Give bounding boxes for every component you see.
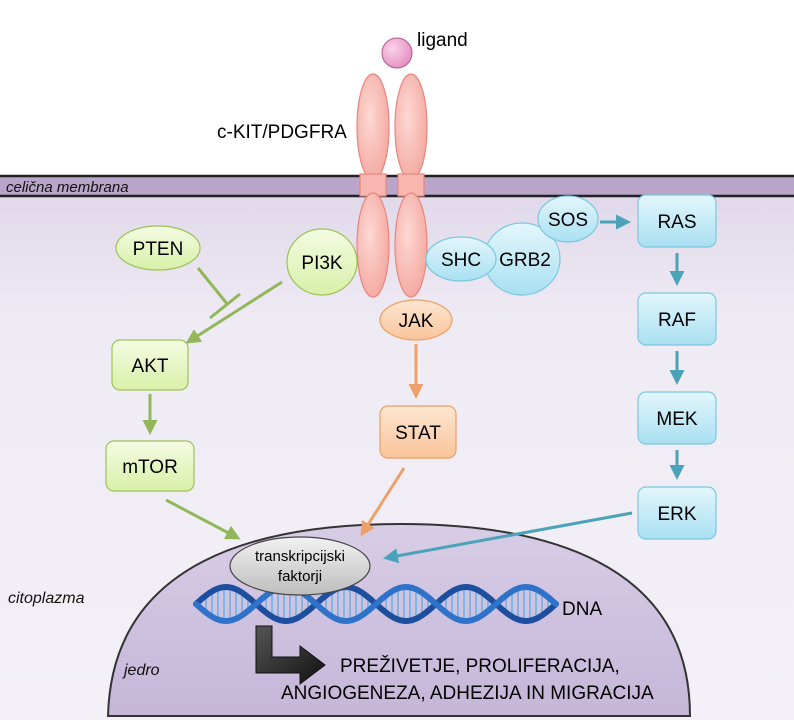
svg-text:AKT: AKT: [132, 356, 169, 377]
svg-text:SHC: SHC: [441, 250, 481, 271]
ras-node: RAS: [637, 194, 717, 248]
dna-label: DNA: [562, 599, 602, 620]
svg-text:PTEN: PTEN: [133, 239, 184, 260]
pten-inhibition-line: [196, 267, 230, 306]
svg-text:SOS: SOS: [548, 210, 588, 231]
membrane-label: celična membrana: [6, 179, 129, 196]
dna-helix: [193, 583, 559, 625]
pten-inhibition-bar: [209, 292, 241, 320]
svg-text:transkripcijski: transkripcijski: [255, 548, 345, 565]
outcome-line-2: ANGIOGENEZA, ADHEZIJA IN MIGRACIJA: [281, 683, 654, 704]
akt-node: AKT: [111, 339, 189, 391]
stat-to-tf-arrow: [360, 467, 406, 537]
cytoplasm-label: citoplazma: [8, 590, 85, 607]
svg-text:RAS: RAS: [657, 212, 696, 233]
svg-text:faktorji: faktorji: [278, 568, 322, 585]
outcome-line-1: PREŽIVETJE, PROLIFERACIJA,: [340, 655, 620, 677]
mek-node: MEK: [637, 391, 717, 445]
receptor-label: c-KIT/PDGFRA: [217, 122, 347, 143]
mtor-to-tf-arrow: [165, 498, 241, 540]
sos-node: SOS: [537, 195, 599, 243]
pi3k-node: PI3K: [286, 228, 358, 296]
shc-node: SHC: [425, 236, 497, 282]
mtor-node: mTOR: [105, 440, 195, 492]
stat-node: STAT: [379, 405, 457, 459]
svg-text:GRB2: GRB2: [499, 250, 551, 271]
raf-node: RAF: [637, 292, 717, 346]
transcription-factors-node: transkripcijski faktorji: [229, 536, 371, 596]
svg-text:JAK: JAK: [399, 311, 434, 332]
dna-strand: [193, 583, 559, 625]
svg-text:mTOR: mTOR: [122, 457, 178, 478]
outcome-arrow-icon: [255, 625, 326, 686]
svg-text:RAF: RAF: [658, 310, 696, 331]
svg-text:MEK: MEK: [656, 409, 698, 430]
grb2-node: GRB2: [483, 222, 561, 296]
svg-text:STAT: STAT: [395, 423, 441, 444]
nucleus-label: jedro: [122, 662, 160, 679]
jak-node: JAK: [379, 299, 453, 341]
ligand-molecule: [381, 37, 413, 69]
pten-node: PTEN: [115, 225, 201, 271]
erk-to-tf-arrow: [383, 511, 633, 564]
cell-membrane-band: [0, 176, 794, 196]
receptor-c-kit-pdgfra: [356, 73, 428, 298]
svg-text:ERK: ERK: [657, 504, 696, 525]
ligand-label: ligand: [417, 30, 468, 51]
erk-node: ERK: [637, 486, 717, 540]
pi3k-to-akt-arrow: [185, 280, 283, 344]
svg-text:PI3K: PI3K: [301, 253, 343, 274]
